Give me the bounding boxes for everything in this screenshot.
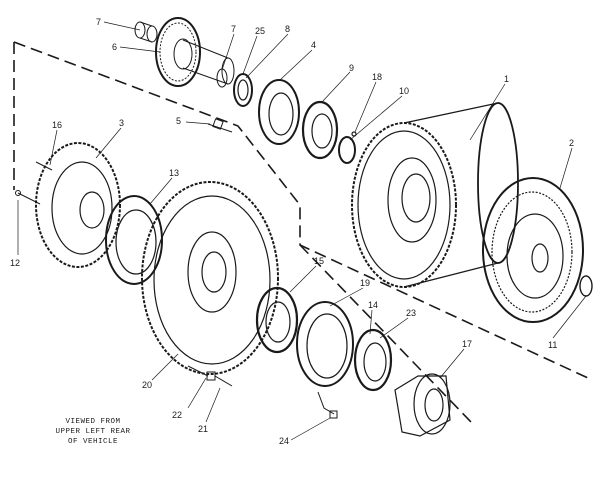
- part-16-pin: [15, 161, 53, 205]
- callout-7: 7: [231, 24, 236, 34]
- callout-25: 25: [255, 26, 265, 36]
- part-10-snap-ring: [338, 131, 357, 164]
- part-3-gear-hub: [35, 142, 121, 268]
- part-6-gear: [155, 17, 235, 87]
- callout-10: 10: [399, 86, 409, 96]
- part-13-ring: [105, 195, 163, 285]
- part-15-bearing: [255, 286, 299, 354]
- callout-11: 11: [548, 340, 557, 350]
- callout-12: 12: [10, 258, 20, 268]
- callout-17: 17: [462, 339, 472, 349]
- callout-9: 9: [349, 63, 354, 73]
- callout-3: 3: [119, 118, 124, 128]
- callout-8: 8: [285, 24, 290, 34]
- part-11-snap-ring: [579, 275, 593, 297]
- callout-21: 21: [198, 424, 208, 434]
- part-4-ring: [258, 79, 300, 145]
- part-7-bushing: [134, 21, 228, 88]
- callout-22: 22: [172, 410, 182, 420]
- callout-20: 20: [142, 380, 152, 390]
- callout-6: 6: [112, 42, 117, 52]
- part-24-bolt: [317, 391, 338, 419]
- callout-1: 1: [504, 74, 509, 84]
- part-2-ring-gear: [482, 177, 584, 323]
- part-1-drum: [351, 102, 519, 288]
- part-17-flange: [394, 373, 451, 437]
- view-caption: VIEWED FROM UPPER LEFT REAR OF VEHICLE: [38, 417, 148, 447]
- caption-line: UPPER LEFT REAR: [55, 428, 131, 436]
- callout-4: 4: [311, 40, 316, 50]
- callout-19: 19: [360, 278, 370, 288]
- part-5-bolt: [207, 118, 233, 133]
- dashed-centerline: [13, 41, 589, 424]
- callout-15: 15: [314, 256, 324, 266]
- part-9-bearing: [301, 100, 339, 160]
- callout-23: 23: [406, 308, 416, 318]
- callout-7: 7: [96, 17, 101, 27]
- callout-18: 18: [372, 72, 382, 82]
- callout-16: 16: [52, 120, 62, 130]
- part-21-22-bolts: [187, 365, 233, 387]
- leader-lines: [17, 21, 587, 441]
- callout-5: 5: [176, 116, 181, 126]
- part-19-ring: [296, 301, 354, 387]
- callout-14: 14: [368, 300, 378, 310]
- callout-labels: 7 6 7 25 8 4 9 18 10 1 5 16 3 13 12 2 11…: [10, 17, 574, 446]
- callout-13: 13: [169, 168, 179, 178]
- part-25-8-bearings: [233, 73, 253, 107]
- part-14-23-seal: [353, 328, 393, 392]
- part-20-brake-disc: [141, 181, 279, 375]
- caption-line: VIEWED FROM: [65, 418, 121, 426]
- caption-line: OF VEHICLE: [67, 438, 118, 446]
- callout-2: 2: [569, 138, 574, 148]
- callout-24: 24: [279, 436, 289, 446]
